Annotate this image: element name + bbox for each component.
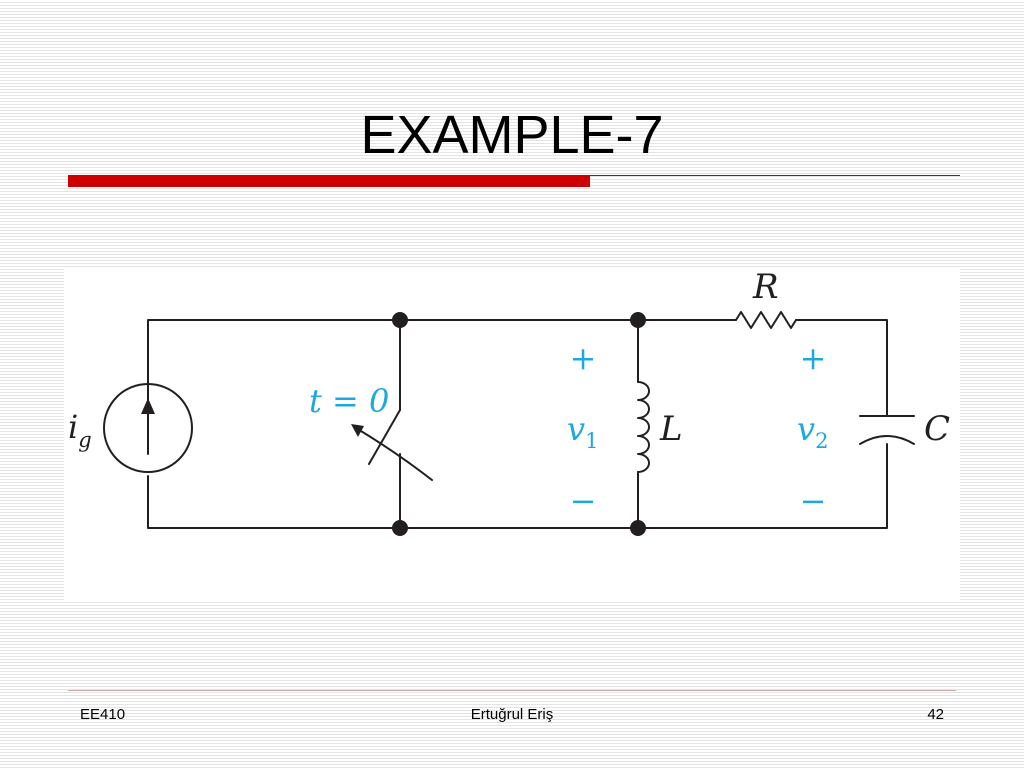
switch-arc-arrow-head — [351, 424, 364, 437]
top-wire — [147, 319, 737, 417]
title-accent-line — [590, 175, 960, 176]
capacitor-label: C — [924, 409, 950, 449]
v2-label-subscript: 2 — [815, 429, 828, 453]
v1-plus-sign: + — [570, 339, 597, 377]
v1-minus-sign: − — [570, 482, 597, 520]
v1-label-subscript: 1 — [585, 429, 598, 453]
inductor-coil — [637, 381, 650, 473]
v2-plus-sign: + — [800, 339, 827, 377]
node-top-right — [630, 312, 646, 328]
inductor-label: L — [659, 409, 683, 449]
switch-blade — [368, 409, 401, 465]
circuit-diagram: ig t = 0 + v1 − L R + v2 − C — [64, 268, 960, 602]
switch-action-arc — [355, 427, 433, 481]
node-bottom-left — [392, 520, 408, 536]
footer-page-number: 42 — [927, 706, 944, 723]
source-label: ig — [68, 408, 92, 452]
source-label-subscript: g — [78, 428, 91, 452]
node-top-left — [392, 312, 408, 328]
node-bottom-right — [630, 520, 646, 536]
current-source-arrow-head — [141, 398, 155, 414]
v1-label: v1 — [567, 410, 598, 453]
switch-label: t = 0 — [309, 382, 389, 420]
resistor-zigzag — [735, 311, 797, 329]
circuit-svg: ig t = 0 + v1 − L R + v2 − C — [68, 268, 950, 536]
capacitor-bottom-plate — [859, 435, 915, 445]
top-right-wire — [795, 319, 888, 417]
footer-course-code: EE410 — [80, 706, 126, 723]
footer-author: Ertuğrul Eriş — [470, 706, 554, 723]
footer-divider — [68, 690, 956, 691]
title-accent-bar — [68, 175, 590, 187]
v2-label: v2 — [797, 410, 828, 453]
resistor-label: R — [752, 268, 779, 307]
current-source-circle — [103, 383, 193, 473]
bottom-wire — [147, 443, 888, 529]
slide-title: EXAMPLE-7 — [360, 105, 664, 165]
v2-minus-sign: − — [800, 482, 827, 520]
